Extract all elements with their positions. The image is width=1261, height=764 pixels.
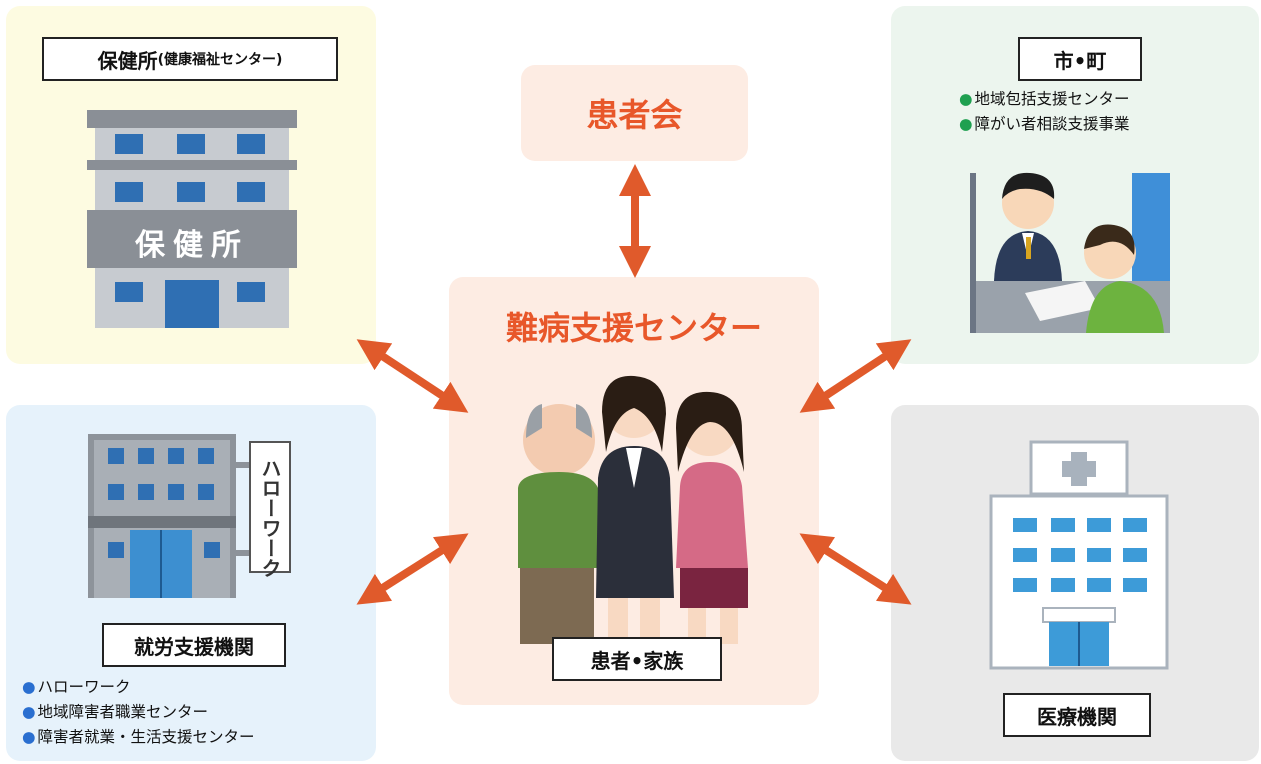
list-item: ●障がい者相談支援事業	[959, 115, 1130, 133]
shicho-list: ●地域包括支援センター ●障がい者相談支援事業	[959, 87, 1130, 137]
kanjakai-panel	[521, 65, 748, 161]
arrow-shicho	[799, 339, 912, 413]
hokenjo-subtitle: (健康福祉センター)	[157, 52, 283, 68]
iryo-title: 医療機関	[1037, 704, 1117, 729]
bullet-icon: ●	[959, 115, 973, 133]
bullet-icon: ●	[959, 90, 973, 108]
shicho-label: 市•町	[1018, 37, 1142, 81]
shuro-label: 就労支援機関	[102, 623, 286, 667]
hokenjo-label: 保健所(健康福祉センター)	[42, 37, 338, 81]
hospital-building-icon	[989, 440, 1169, 670]
bullet-icon: ●	[22, 703, 36, 721]
list-item: ●地域包括支援センター	[959, 90, 1130, 108]
patients-family-label: 患者•家族	[552, 637, 722, 681]
arrow-hokenjo	[356, 339, 469, 413]
iryo-label: 医療機関	[1003, 693, 1151, 737]
patients-family-text: 患者•家族	[590, 648, 684, 673]
arrow-iryo	[799, 533, 912, 605]
center-title: 難病支援センター	[505, 309, 762, 347]
hellowork-sign: ハローワーク	[258, 458, 282, 578]
hokenjo-title: 保健所	[97, 48, 158, 73]
shuro-list: ●ハローワーク ●地域障害者職業センター ●障害者就業・生活支援センター	[22, 675, 255, 750]
shuro-title: 就労支援機関	[134, 634, 254, 659]
kanjakai-title: 患者会	[586, 96, 683, 134]
list-item: ●ハローワーク	[22, 678, 131, 696]
list-item: ●障害者就業・生活支援センター	[22, 728, 255, 746]
bullet-icon: ●	[22, 728, 36, 746]
patients-family-illustration	[518, 375, 748, 644]
hokenjo-sign: 保健所	[135, 228, 249, 263]
arrow-shuro	[356, 533, 469, 605]
bullet-icon: ●	[22, 678, 36, 696]
hokenjo-building-icon: 保健所	[87, 110, 297, 328]
list-item: ●地域障害者職業センター	[22, 703, 209, 721]
shicho-title: 市•町	[1053, 48, 1107, 73]
consultation-illustration	[970, 172, 1170, 333]
hellowork-building-icon: ハローワーク	[88, 434, 291, 598]
